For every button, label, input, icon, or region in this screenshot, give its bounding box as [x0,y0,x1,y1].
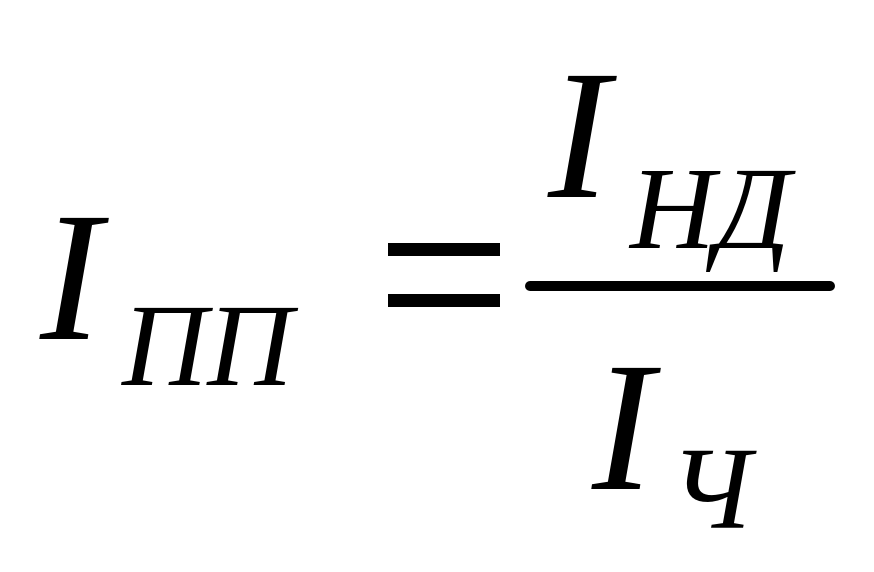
lhs-subscript: ПП [122,280,293,411]
numerator-subscript: НД [630,143,791,274]
equals-bar-bottom [388,294,500,307]
fraction-bar [525,281,835,291]
denominator-subscript: Ч [670,423,752,554]
equals-sign [388,243,500,307]
lhs-symbol: I [40,175,102,380]
denominator-symbol: I [592,325,654,530]
equals-bar-top [388,243,500,256]
numerator-symbol: I [548,33,610,238]
